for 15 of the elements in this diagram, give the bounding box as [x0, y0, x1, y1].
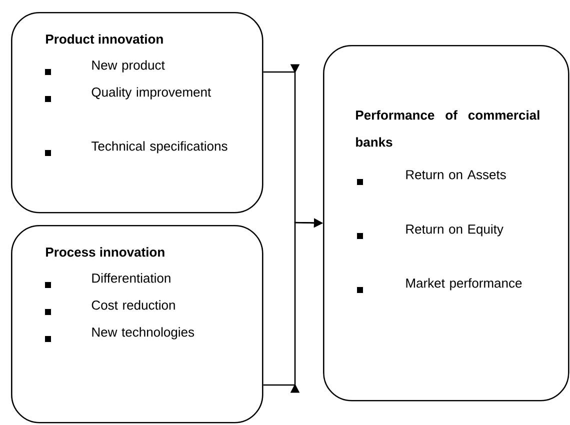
rounded-box — [323, 45, 570, 402]
rounded-box — [11, 225, 264, 424]
bullet-item: Quality improvement — [45, 87, 212, 102]
bullet-item: New technologies — [45, 327, 194, 342]
bullet-item: Differentiation — [45, 273, 170, 288]
bullet-item: Return on Equity — [357, 224, 504, 239]
heading: Performance of commercial banks — [356, 110, 540, 147]
heading: Process innovation — [46, 247, 164, 257]
bullet-item: Cost reduction — [45, 300, 175, 315]
bullet-item: New product — [45, 60, 165, 75]
bullet-item: Technical specifications — [45, 141, 228, 156]
rounded-box — [11, 12, 264, 214]
bullet-item: Market performance — [357, 278, 522, 293]
bullet-item: Return on Assets — [357, 170, 506, 185]
heading: Product innovation — [46, 34, 163, 44]
